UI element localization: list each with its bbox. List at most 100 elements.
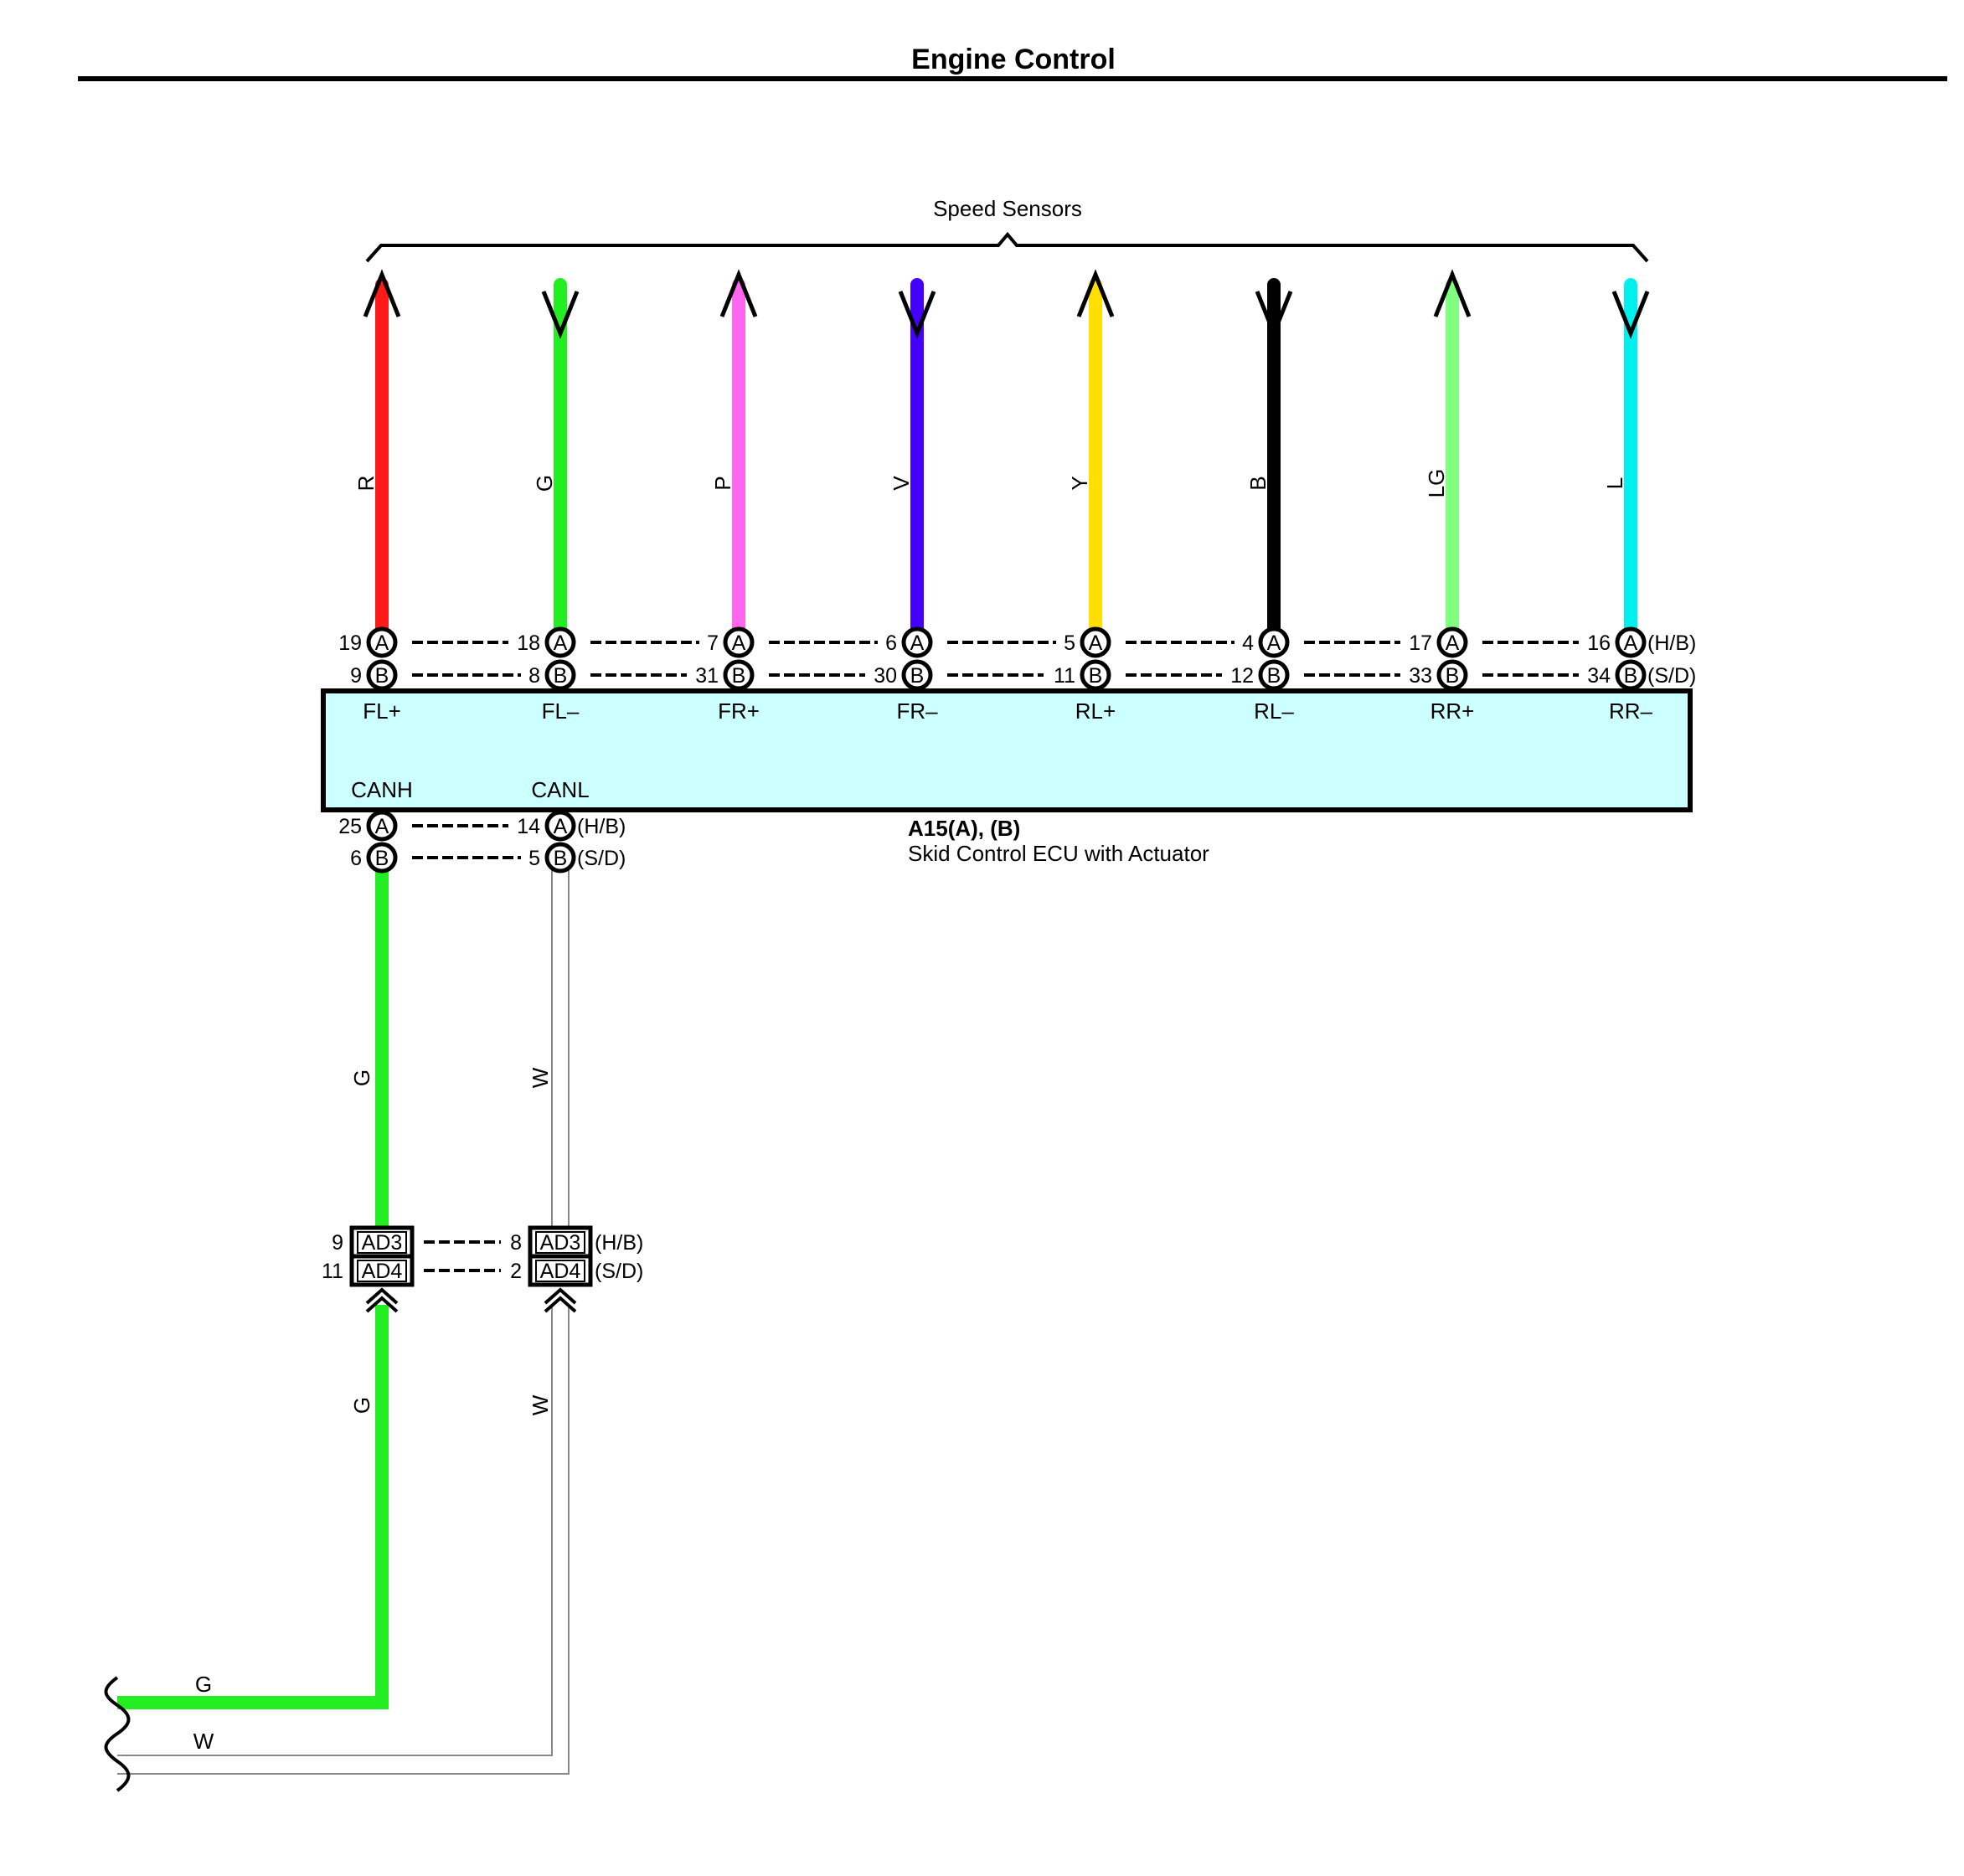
ecu-terminal-label: FR– xyxy=(896,698,938,724)
pin-b-circle: B xyxy=(1436,659,1468,691)
junction-canh-ad4: AD4 xyxy=(362,1260,403,1283)
sensor-pin-a-number: 19 xyxy=(338,631,362,655)
canl-wire xyxy=(117,869,570,1775)
ecu-connector-id: A15(A), (B) xyxy=(908,816,1020,841)
sensor-pin-b-number: 9 xyxy=(350,664,362,688)
sensor-pin-a-number: 16 xyxy=(1587,631,1611,655)
svg-text:B: B xyxy=(910,664,925,688)
junction-canl-ad3: AD3 xyxy=(540,1231,581,1255)
ecu-name: Skid Control ECU with Actuator xyxy=(908,841,1209,866)
canl-pin-b-number: 5 xyxy=(528,847,540,870)
svg-text:B: B xyxy=(1089,664,1103,688)
junction-canl-ad4-pin: 2 xyxy=(510,1260,522,1283)
sensor-wire-g: G xyxy=(532,278,580,635)
pin-b-circle: B xyxy=(544,659,576,691)
sensor-wire-p: P xyxy=(710,269,758,635)
junction-canh-ad4-pin: 11 xyxy=(322,1260,343,1283)
can-variant-hb: (H/B) xyxy=(577,815,626,838)
sensor-wire-color-label: R xyxy=(353,476,379,492)
ecu-terminal-label: RR– xyxy=(1609,698,1653,724)
arrow-down-icon xyxy=(1611,291,1650,339)
canh-wire-color-upper: G xyxy=(349,1069,374,1086)
sensor-wire-r: R xyxy=(353,269,401,635)
sensor-wire-color-label: P xyxy=(710,476,735,490)
sensor-pin-b-number: 33 xyxy=(1409,664,1432,688)
svg-text:A: A xyxy=(732,631,746,655)
pin-a-circle: A xyxy=(544,626,576,658)
connector-pins: 199ABFL+188ABFL–731ABFR+630ABFR–511ABRL+… xyxy=(338,626,1696,874)
arrow-down-icon xyxy=(898,291,936,339)
sensor-pin-b-number: 11 xyxy=(1054,664,1075,688)
sensor-wire-color-label: V xyxy=(889,476,914,491)
svg-text:B: B xyxy=(554,847,568,870)
junction-variant-sd: (S/D) xyxy=(595,1260,643,1283)
pin-b-circle: B xyxy=(1080,659,1111,691)
arrow-up-icon xyxy=(1076,269,1115,317)
sensor-wire-color-label: Y xyxy=(1067,476,1092,490)
junction-canh-ad3: AD3 xyxy=(362,1231,403,1255)
canh-pin-b-circle: B xyxy=(366,842,398,874)
canl-terminal-label: CANL xyxy=(531,777,589,802)
sensor-wires: R G P V Y B LG L xyxy=(353,269,1650,635)
svg-text:A: A xyxy=(375,631,389,655)
canh-pin-a-number: 25 xyxy=(338,815,362,838)
svg-text:A: A xyxy=(1446,631,1460,655)
svg-text:A: A xyxy=(1624,631,1638,655)
wire-break-symbol xyxy=(104,1676,131,1792)
can-variant-sd: (S/D) xyxy=(577,847,626,870)
canh-pin-b-number: 6 xyxy=(350,847,362,870)
sensor-wire-b: B xyxy=(1245,278,1293,635)
ecu-terminal-label: RL+ xyxy=(1075,698,1116,724)
sensor-pin-a-number: 4 xyxy=(1242,631,1254,655)
junction-canh: AD3 AD4 xyxy=(349,1225,415,1313)
canh-terminal-label: CANH xyxy=(351,777,413,802)
speed-sensors-label: Speed Sensors xyxy=(933,196,1082,221)
sensor-wire-l: L xyxy=(1602,278,1650,635)
sensor-wire-color-label: B xyxy=(1245,476,1271,490)
sensor-wire-lg: LG xyxy=(1424,269,1472,635)
sensor-wire-y: Y xyxy=(1067,269,1115,635)
sensor-wire-color-label: L xyxy=(1602,477,1627,489)
sensor-wire-color-label: G xyxy=(532,475,557,492)
pin-b-circle: B xyxy=(366,659,398,691)
sensor-pin-a-number: 17 xyxy=(1409,631,1432,655)
svg-text:B: B xyxy=(554,664,568,688)
pin-b-circle: B xyxy=(723,659,755,691)
junction-canl-ad4: AD4 xyxy=(540,1260,581,1283)
pin-b-circle: B xyxy=(1258,659,1290,691)
pin-a-circle: A xyxy=(1258,626,1290,658)
sensor-pin-b-number: 30 xyxy=(874,664,897,688)
sensor-pin-b-number: 12 xyxy=(1230,664,1254,688)
svg-text:A: A xyxy=(1267,631,1281,655)
canh-wire-color-bottom: G xyxy=(195,1672,212,1697)
sensor-pin-b-number: 31 xyxy=(695,664,719,688)
svg-text:A: A xyxy=(554,815,568,838)
arrow-up-icon xyxy=(363,269,401,317)
pin-b-circle: B xyxy=(901,659,933,691)
svg-text:B: B xyxy=(375,847,389,870)
ecu-terminal-label: FL– xyxy=(542,698,580,724)
canh-wire xyxy=(117,869,389,1709)
canh-wire-color-lower: G xyxy=(349,1397,374,1414)
ecu-terminal-label: FR+ xyxy=(718,698,760,724)
arrow-down-icon xyxy=(1255,291,1293,339)
svg-text:A: A xyxy=(375,815,389,838)
canl-pin-b-circle: B xyxy=(544,842,576,874)
arrow-up-icon xyxy=(719,269,758,317)
sensor-pin-b-number: 34 xyxy=(1587,664,1611,688)
sensor-pin-a-number: 18 xyxy=(517,631,540,655)
arrow-up-icon xyxy=(1433,269,1472,317)
canl-wire-color-lower: W xyxy=(528,1394,553,1415)
svg-text:B: B xyxy=(375,664,389,688)
svg-text:B: B xyxy=(732,664,746,688)
skid-control-ecu xyxy=(321,688,1693,812)
pin-a-circle: A xyxy=(1080,626,1111,658)
svg-text:A: A xyxy=(910,631,925,655)
sensor-pin-a-number: 6 xyxy=(885,631,897,655)
sensor-pin-b-number: 8 xyxy=(528,664,540,688)
canl-pin-a-circle: A xyxy=(544,810,576,842)
ecu-terminal-label: RL– xyxy=(1254,698,1294,724)
svg-text:B: B xyxy=(1446,664,1460,688)
junction-canl: AD3 AD4 xyxy=(528,1225,593,1313)
